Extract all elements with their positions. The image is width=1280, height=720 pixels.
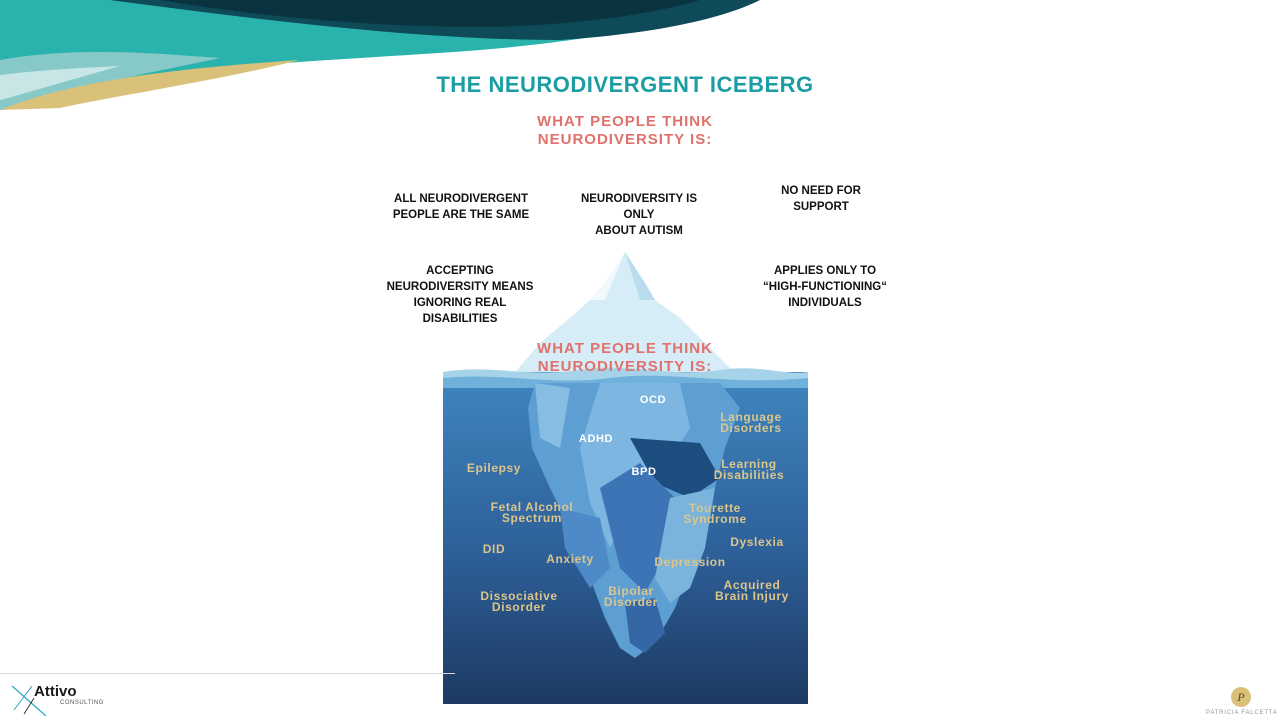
condition-learning-disabilities: Learning Disabilities	[713, 457, 785, 482]
myth-only-autism: NEURODIVERSITY IS ONLY ABOUT AUTISM	[580, 193, 698, 237]
subheading-middle: WHAT PEOPLE THINK NEURODIVERSITY IS:	[537, 340, 713, 375]
myth-all-same: ALL NEURODIVERGENT PEOPLE ARE THE SAME	[392, 193, 530, 221]
condition-bpd: BPD	[631, 466, 657, 478]
myth-high-functioning: APPLIES ONLY TO “HIGH-FUNCTIONING“ INDIV…	[763, 265, 887, 309]
condition-tourette-syndrome: Tourette Syndrome	[683, 501, 747, 526]
slide-title: THE NEURODIVERGENT ICEBERG	[436, 72, 814, 97]
condition-depression: Depression	[654, 555, 726, 569]
myth-ignoring-disabilities: ACCEPTING NEURODIVERSITY MEANS IGNORING …	[386, 265, 534, 325]
subheading-top: WHAT PEOPLE THINK NEURODIVERSITY IS:	[537, 113, 713, 148]
footer-divider	[0, 673, 455, 674]
attivo-logo-subtext: CONSULTING	[60, 700, 104, 706]
header-wave-decoration	[0, 0, 760, 110]
patricia-falcetta-logo-mark: P	[1231, 687, 1251, 707]
condition-ocd: OCD	[639, 394, 667, 406]
pf-logo-letter: P	[1236, 690, 1245, 704]
condition-fetal-alcohol-spectrum: Fetal Alcohol Spectrum	[490, 500, 574, 525]
condition-language-disorders: Language Disorders	[720, 410, 782, 435]
condition-acquired-brain-injury: Acquired Brain Injury	[715, 578, 789, 603]
condition-anxiety: Anxiety	[546, 552, 594, 566]
patricia-falcetta-logo-text: PATRICIA FALCETTA	[1206, 710, 1278, 716]
condition-dissociative-disorder: Dissociative Disorder	[480, 589, 558, 614]
attivo-logo-text: Attivo	[34, 683, 77, 700]
iceberg-illustration	[443, 252, 808, 704]
condition-did: DID	[482, 542, 506, 556]
attivo-logo-mark	[11, 685, 47, 716]
myth-no-support: NO NEED FOR SUPPORT	[781, 185, 861, 213]
condition-bipolar-disorder: Bipolar Disorder	[603, 584, 659, 609]
condition-epilepsy: Epilepsy	[466, 461, 522, 475]
condition-adhd: ADHD	[578, 433, 614, 445]
condition-dyslexia: Dyslexia	[730, 535, 784, 549]
